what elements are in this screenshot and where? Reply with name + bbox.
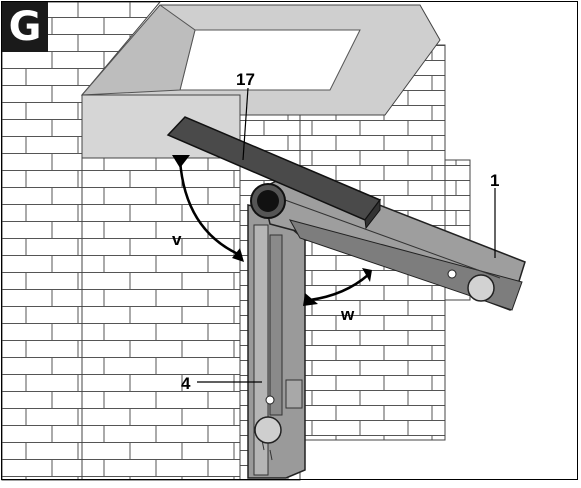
figure-border	[1, 1, 578, 480]
label-4: 4	[181, 374, 191, 393]
arm-end-pad	[467, 274, 495, 302]
label-v: v	[172, 230, 182, 249]
label-w: w	[341, 305, 355, 324]
label-1: 1	[490, 171, 500, 190]
angle-arrow-w	[309, 274, 369, 302]
label-17: 17	[236, 70, 255, 89]
front-pillar	[81, 157, 241, 481]
angle-arrow-v	[178, 159, 241, 257]
leg-foot-pad	[254, 416, 282, 444]
figure-badge: G	[2, 2, 48, 52]
